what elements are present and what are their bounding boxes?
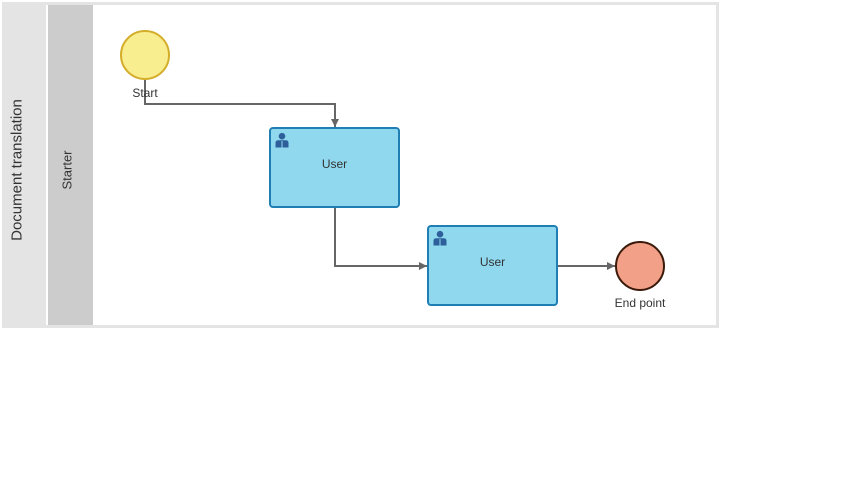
- user-icon: [275, 132, 289, 148]
- user-task-1-label: User: [321, 157, 348, 171]
- user-task-2[interactable]: User: [427, 225, 558, 306]
- flow-start-to-task1[interactable]: [144, 80, 339, 127]
- lane-header[interactable]: [48, 5, 93, 325]
- end-event[interactable]: [615, 241, 665, 291]
- user-task-2-label: User: [479, 255, 506, 269]
- pool-header[interactable]: [3, 3, 46, 325]
- start-event[interactable]: [120, 30, 170, 80]
- user-task-1[interactable]: User: [269, 127, 400, 208]
- flow-task1-to-task2[interactable]: [334, 208, 427, 270]
- start-event-label: Start: [132, 86, 158, 100]
- user-icon: [433, 230, 447, 246]
- end-event-label: End point: [614, 296, 666, 310]
